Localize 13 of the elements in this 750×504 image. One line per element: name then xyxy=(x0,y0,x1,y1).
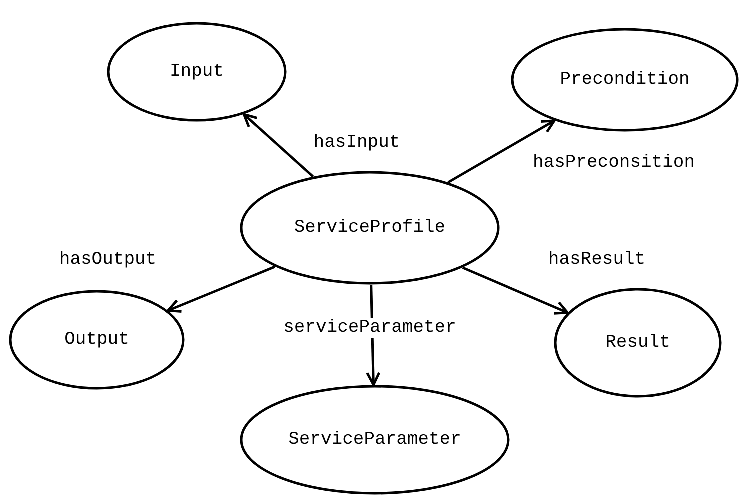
edge-label: hasInput xyxy=(312,133,402,153)
node-label: ServiceParameter xyxy=(288,430,462,450)
arrow xyxy=(448,120,556,184)
node-label: Precondition xyxy=(560,70,690,90)
arrow xyxy=(242,113,314,178)
node-label: Output xyxy=(64,330,130,350)
edge-label: serviceParameter xyxy=(282,318,458,338)
node-label: ServiceProfile xyxy=(294,218,446,238)
node-label: Result xyxy=(606,333,670,353)
node-label: Input xyxy=(170,62,224,82)
arrow xyxy=(167,266,276,313)
edge-label: hasOutput xyxy=(58,250,158,270)
arrow xyxy=(462,266,569,315)
